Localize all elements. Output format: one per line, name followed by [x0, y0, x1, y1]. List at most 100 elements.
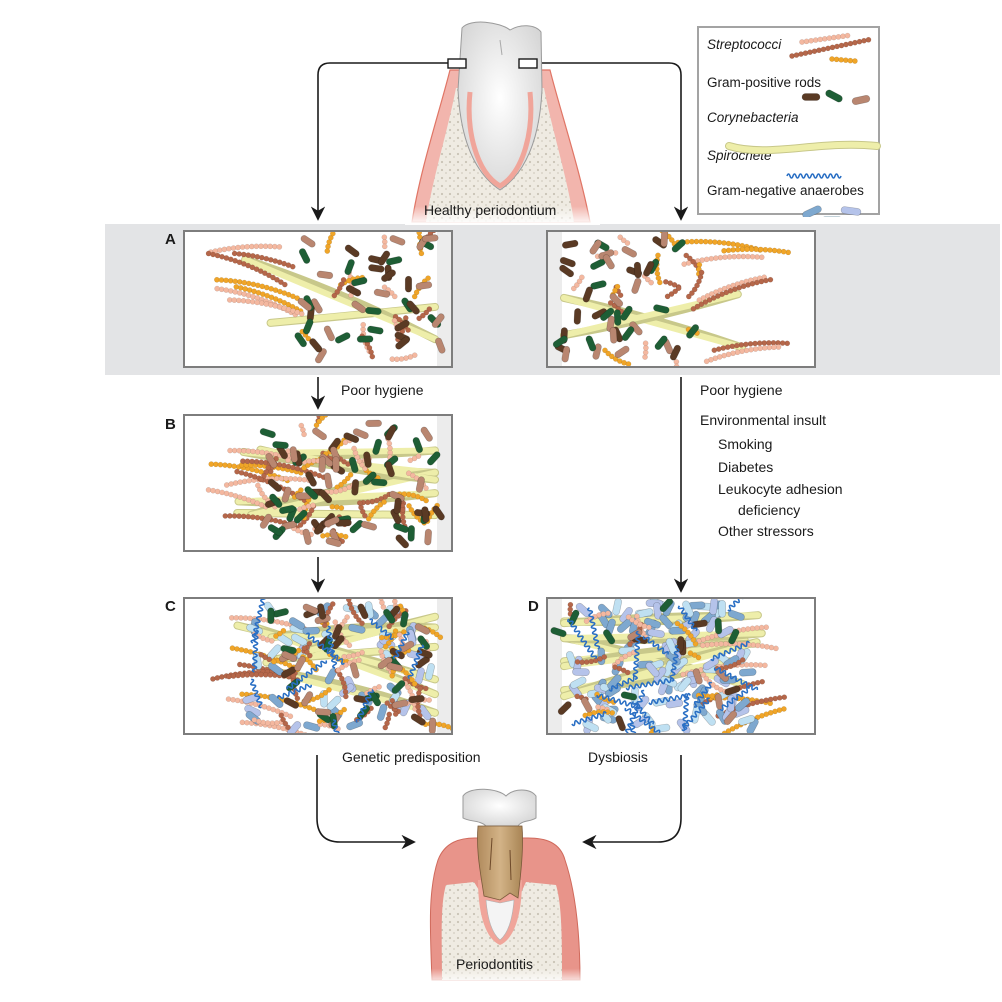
rod [302, 528, 312, 546]
streptococci-chain [789, 36, 872, 59]
panel-a-healthy-left [183, 230, 453, 368]
streptococci-chain [687, 650, 702, 661]
streptococci-chain [231, 250, 296, 270]
rod [582, 286, 594, 303]
spirochete [681, 692, 690, 731]
streptococci-chain [799, 32, 851, 45]
spirochete [713, 667, 759, 691]
legend-label-streptococci: Streptococci [707, 37, 782, 52]
rod [344, 244, 360, 258]
rod [671, 239, 686, 253]
legend-label-corynebacteria: Corynebacteria [707, 110, 799, 125]
rod [621, 245, 638, 258]
rod [582, 720, 599, 733]
rod [621, 326, 635, 342]
rod [435, 337, 446, 354]
rod [309, 338, 323, 353]
streptococci-chain [351, 445, 368, 472]
streptococci-chain [381, 234, 388, 250]
rod [363, 451, 372, 468]
spirochete [325, 625, 338, 669]
rod [314, 348, 327, 364]
factor-poor-hygiene: Poor hygiene [700, 382, 783, 398]
streptococci-chain [653, 252, 663, 286]
rod [654, 335, 668, 350]
rod [823, 216, 841, 217]
rod [324, 668, 338, 685]
rod [351, 300, 367, 314]
rod [352, 428, 369, 440]
streptococci-chain [258, 651, 272, 663]
rod [851, 95, 871, 105]
rod [691, 619, 708, 629]
rod [376, 703, 388, 721]
spirochete [392, 631, 410, 660]
rod [709, 599, 719, 616]
rod [351, 479, 360, 496]
streptococci-chain [711, 340, 791, 354]
rod [344, 259, 355, 276]
rod [653, 304, 670, 314]
factor-deficiency: deficiency [738, 502, 801, 518]
rod [298, 248, 311, 264]
rod [346, 719, 364, 731]
rod [705, 616, 718, 633]
arrow-tooth-to-panel-a-right [536, 62, 689, 221]
spirochete [786, 173, 842, 179]
legend: Streptococci Gram-positive rods Coryneba… [697, 26, 881, 217]
rod [334, 332, 351, 344]
rod [272, 441, 289, 449]
rod [585, 335, 597, 352]
spirochete [587, 607, 601, 650]
rod [428, 717, 437, 733]
rod [393, 497, 402, 515]
streptococci-chain [214, 276, 300, 301]
streptococci-chain [278, 712, 291, 731]
streptococci-chain [602, 347, 632, 366]
rod [801, 93, 821, 101]
rod [602, 629, 616, 645]
rod [559, 264, 575, 278]
rod [348, 456, 359, 474]
rod [297, 297, 313, 311]
rod [421, 506, 430, 523]
rod [559, 256, 576, 268]
streptococci-chain [641, 273, 654, 286]
rod [802, 205, 822, 217]
rod [385, 256, 403, 266]
dysbiosis-label: Dysbiosis [588, 749, 648, 765]
rod [383, 608, 396, 624]
streptococci-chain [298, 422, 307, 438]
rod [305, 471, 317, 487]
rod [399, 611, 409, 628]
rod [714, 617, 723, 635]
rod [389, 490, 405, 502]
streptococci-chain [233, 284, 304, 314]
rod [426, 451, 441, 466]
rod [415, 281, 433, 290]
rod [323, 325, 335, 342]
rod [268, 693, 284, 709]
rod [395, 534, 410, 549]
rod [386, 662, 403, 672]
streptococci-chain [567, 601, 574, 617]
streptococci-chain [675, 238, 763, 253]
periodontitis-label: Periodontitis [456, 956, 534, 972]
rod [718, 599, 727, 618]
rod [302, 626, 321, 635]
rod [323, 516, 340, 528]
rod [269, 493, 283, 508]
rod [343, 432, 360, 444]
streptococci-chain [625, 614, 652, 631]
rod [394, 319, 410, 332]
streptococci-chain [407, 453, 422, 464]
factor-smoking: Smoking [718, 436, 773, 452]
streptococci-chain [674, 620, 699, 647]
rod [406, 300, 420, 315]
panel-label-a: A [165, 231, 176, 248]
streptococci-chain [382, 711, 393, 731]
streptococci-chain [251, 717, 285, 726]
rod [267, 524, 283, 537]
spirochete [250, 599, 267, 644]
biofilm-illustration [210, 599, 451, 733]
